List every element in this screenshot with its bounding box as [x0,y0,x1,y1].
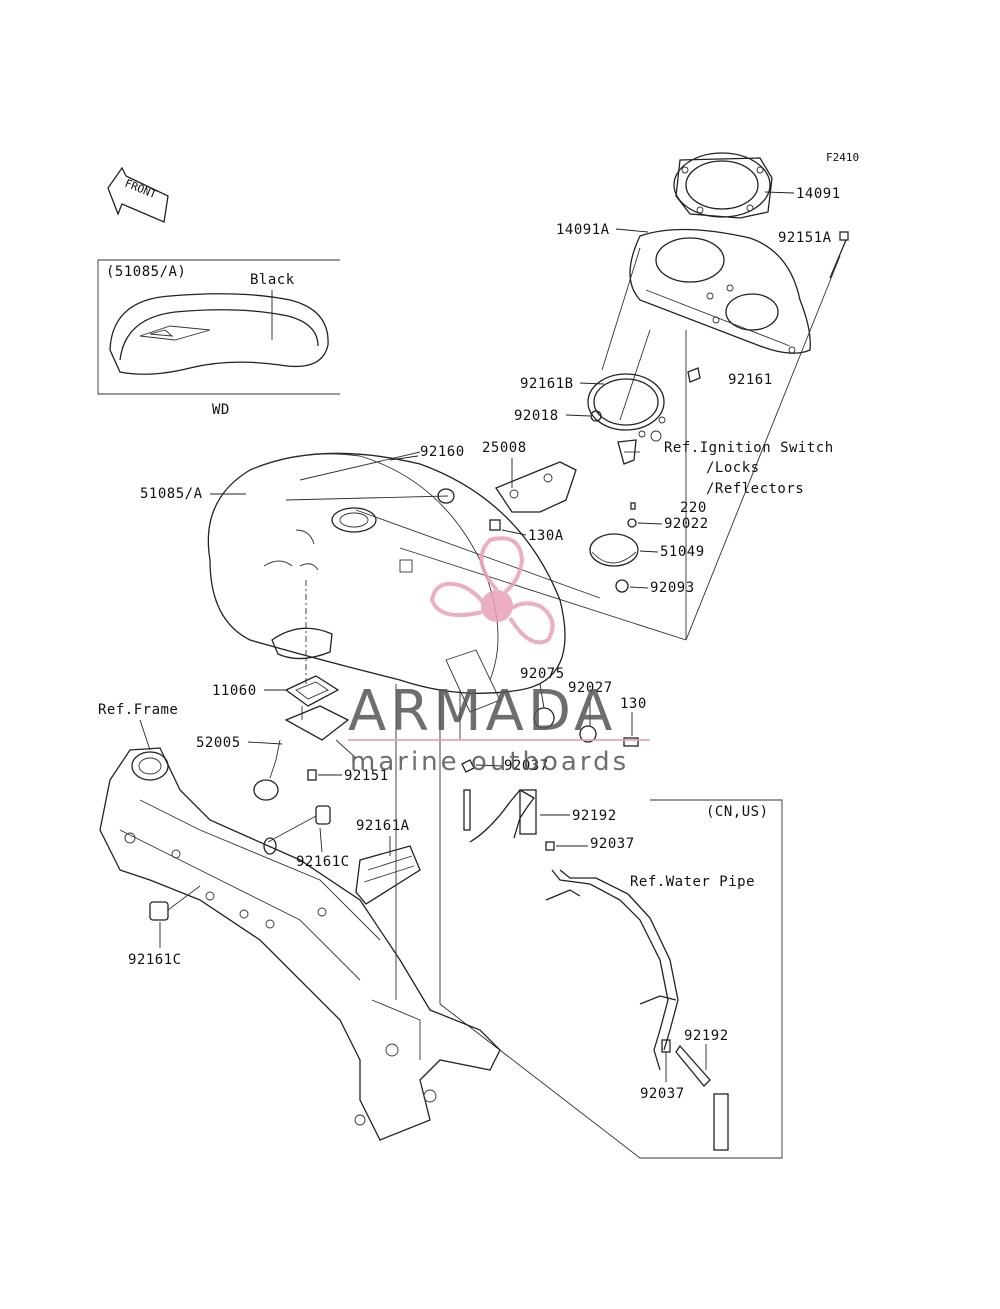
meter-cover-ring [673,152,773,219]
collar-92027 [579,725,597,743]
water-pipe [545,869,679,1071]
damper-92161c-upper [263,805,331,855]
front-arrow-icon: FRONT [107,166,169,223]
damper-92161c-lower [149,885,201,921]
part-label-92161c-lower: 92161C [128,952,182,968]
part-label-92075: 92075 [520,666,565,682]
inset-color-label: Black [250,272,295,288]
part-label-51049: 51049 [660,544,705,560]
washer-92022 [627,518,637,528]
ref-ignition-line3: /Reflectors [706,481,804,497]
part-label-14091: 14091 [796,186,841,202]
cap-51049 [589,533,639,567]
figure-code: F2410 [826,151,859,164]
part-label-92151: 92151 [344,768,389,784]
nut-92093 [615,579,629,593]
clamp-92037-upper [461,759,475,773]
watermark-brand: ARMADA [348,679,616,744]
inset-caption: WD [212,402,230,418]
screw-220 [630,502,636,510]
part-label-25008: 25008 [482,440,527,456]
fuel-pump-52005 [253,705,357,801]
frame [99,747,501,1141]
part-label-92037-upper: 92037 [504,758,549,774]
bolt-130a [489,519,501,531]
part-label-92161c-upper: 92161C [296,854,350,870]
part-label-92160: 92160 [420,444,465,460]
part-label-220: 220 [680,500,707,516]
part-label-52005: 52005 [196,735,241,751]
ref-ignition-line1: Ref.Ignition Switch [664,440,834,456]
bracket-25008 [495,461,577,513]
hose-left [463,789,471,831]
part-label-92037-lower: 92037 [640,1086,685,1102]
front-arrow-label: FRONT [123,177,159,202]
part-label-130: 130 [620,696,647,712]
hose-92192-lower [675,1044,729,1151]
ref-ignition-line2: /Locks [706,460,760,476]
region-box [439,690,783,1159]
nut-92018 [590,410,602,422]
meter-housing [629,228,811,354]
pad-92161a [355,845,421,905]
part-label-92018: 92018 [514,408,559,424]
part-label-14091a: 14091A [556,222,610,238]
part-label-92161b: 92161B [520,376,574,392]
pump-gasket-upper [271,627,333,660]
watermark-logo: ARMADA marine outboards [348,536,650,777]
part-label-92161: 92161 [728,372,773,388]
part-label-92192-lower: 92192 [684,1028,729,1044]
ref-water-pipe: Ref.Water Pipe [630,874,755,890]
part-label-92151a: 92151A [778,230,832,246]
part-label-92037-mid: 92037 [590,836,635,852]
inset-title: (51085/A) [106,264,186,280]
gasket-ring-92161b [587,373,666,442]
gasket-11060 [284,675,340,707]
part-label-92027: 92027 [568,680,613,696]
tank-side-illustration [109,293,329,375]
part-label-51085a: 51085/A [140,486,203,502]
clamp-92037-mid [545,841,555,851]
screw-92151a [829,231,849,279]
color-variant-inset: (51085/A) Black WD [97,259,340,418]
part-label-92022: 92022 [664,516,709,532]
ref-frame: Ref.Frame [98,702,178,718]
part-label-92192-upper: 92192 [572,808,617,824]
propeller-icon [429,536,555,645]
part-label-11060: 11060 [212,683,257,699]
watermark-tagline: marine outboards [350,747,629,777]
part-label-92161a: 92161A [356,818,410,834]
bolt-130 [623,737,639,747]
fuel-tank-51085a [207,452,566,713]
part-label-92093: 92093 [650,580,695,596]
part-label-130a: 130A [528,528,564,544]
ignition-lock-body [617,439,640,465]
bolt-92151 [307,769,317,781]
nut-92161 [687,367,701,383]
region-label: (CN,US) [706,804,769,820]
hose-92192-upper [469,789,537,843]
